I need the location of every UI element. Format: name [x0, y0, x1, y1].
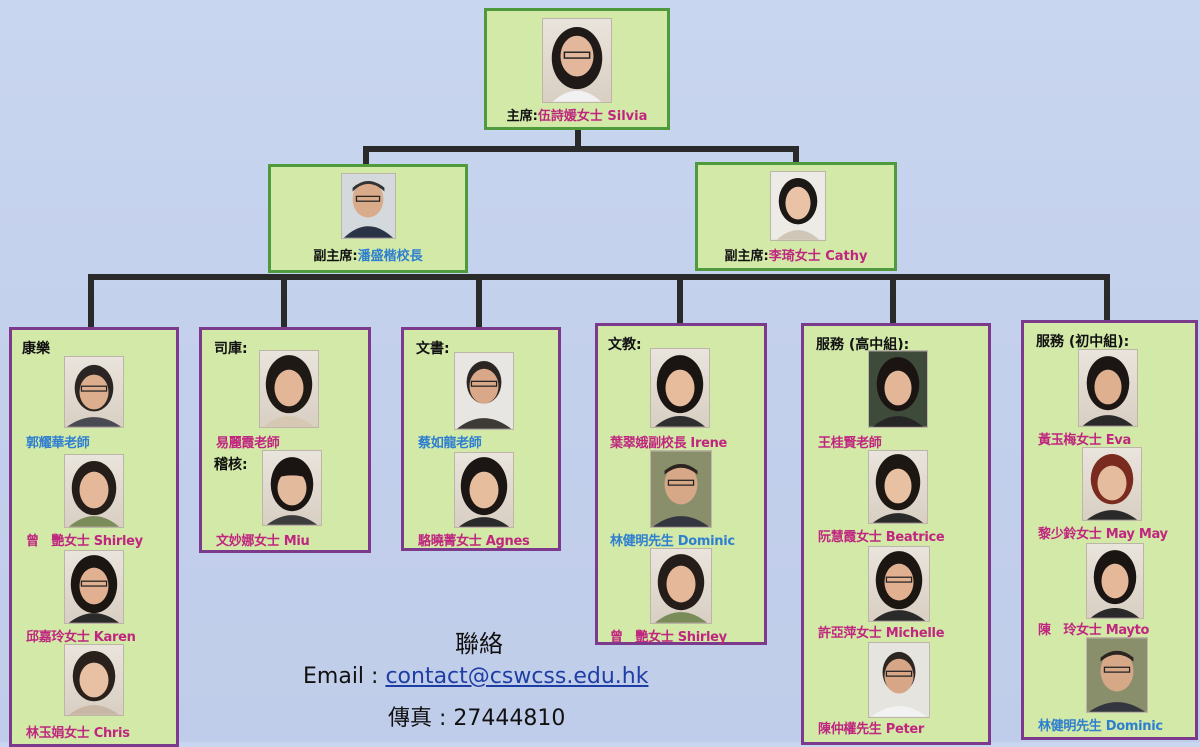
member-name: 易麗霞老師	[216, 436, 280, 451]
member-name: 王桂賢老師	[818, 436, 882, 451]
member-photo	[1078, 349, 1138, 427]
contact-title: 聯絡	[455, 630, 503, 658]
member-photo	[64, 644, 124, 716]
member-name: 林玉娟女士 Chris	[26, 726, 130, 741]
member-name: 葉翠娥副校長 Irene	[610, 436, 728, 451]
member-photo	[64, 356, 124, 428]
member-photo	[650, 450, 712, 528]
member-photo	[64, 550, 124, 624]
connector	[677, 274, 683, 324]
fax-number: 27444810	[453, 706, 566, 731]
member-photo	[868, 450, 928, 524]
member-name: 黎少鈴女士 May May	[1038, 527, 1168, 542]
member-name: 陳仲權先生 Peter	[818, 722, 925, 737]
chair-box: 主席:伍詩媛女士 Silvia	[484, 8, 670, 130]
group-box: 服務 (高中組): 王桂賢老師 阮慧霞女士 Beatrice 許亞萍女士 Mic…	[801, 323, 991, 745]
chair-label: 主席:伍詩媛女士 Silvia	[506, 109, 648, 124]
connector	[363, 146, 799, 152]
member-name: 曾 艷女士 Shirley	[610, 630, 727, 645]
group-title: 服務 (高中組):	[816, 337, 910, 353]
group-box: 服務 (初中組): 黃玉梅女士 Eva 黎少鈴女士 May May 陳 玲女士 …	[1021, 320, 1198, 740]
group-title: 服務 (初中組):	[1036, 334, 1130, 350]
member-name: 文妙娜女士 Miu	[216, 534, 310, 549]
member-name: 許亞萍女士 Michelle	[818, 626, 945, 641]
connector	[363, 146, 369, 166]
vice-chair-label: 副主席:李琦女士 Cathy	[724, 249, 868, 264]
connector	[890, 274, 896, 324]
group-title: 文教:	[608, 337, 642, 353]
connector	[476, 274, 482, 328]
group-box: 康樂 郭耀華老師 曾 艷女士 Shirley 邱嘉玲女士 Karen 林玉娟女士…	[9, 327, 179, 747]
connector	[575, 128, 581, 150]
connector	[1104, 274, 1110, 322]
member-photo	[1086, 543, 1144, 619]
contact-email-line: Email : contact@cswcss.edu.hk	[303, 664, 648, 689]
member-photo	[868, 546, 930, 622]
member-photo	[868, 642, 930, 718]
vice-chair-box: 副主席:李琦女士 Cathy	[695, 162, 897, 271]
member-name: 曾 艷女士 Shirley	[26, 534, 143, 549]
connector	[281, 274, 287, 328]
connector	[88, 274, 94, 328]
member-name: 阮慧霞女士 Beatrice	[818, 530, 945, 545]
member-name: 黃玉梅女士 Eva	[1038, 433, 1131, 448]
vice-chair-box: 副主席:潘盛楷校長	[268, 164, 468, 273]
member-name: 邱嘉玲女士 Karen	[26, 630, 136, 645]
member-photo	[259, 350, 319, 428]
email-label: Email :	[303, 664, 386, 689]
group-subtitle: 稽核:	[214, 457, 248, 473]
member-photo	[64, 454, 124, 528]
member-name: 陳 玲女士 Mayto	[1038, 623, 1150, 638]
member-name: 郭耀華老師	[26, 436, 90, 451]
member-photo	[1082, 447, 1142, 521]
member-name: 駱曉菁女士 Agnes	[418, 534, 530, 549]
member-photo	[650, 548, 712, 624]
connector	[793, 146, 799, 164]
fax-label: 傳真 :	[388, 706, 454, 731]
group-title: 康樂	[22, 341, 50, 357]
member-name: 林健明先生 Dominic	[1038, 719, 1163, 734]
vice-chair-label: 副主席:潘盛楷校長	[313, 249, 423, 264]
member-photo	[262, 450, 322, 526]
member-photo	[868, 350, 928, 428]
connector	[88, 274, 1110, 280]
member-name: 蔡如龍老師	[418, 436, 482, 451]
group-box: 文教: 葉翠娥副校長 Irene 林健明先生 Dominic 曾 艷女士 Shi…	[595, 323, 767, 645]
contact-fax-line: 傳真 : 27444810	[388, 700, 565, 732]
vice-chair-photo	[770, 171, 826, 241]
email-link[interactable]: contact@cswcss.edu.hk	[385, 664, 649, 689]
chair-photo	[542, 18, 612, 103]
group-title: 司庫:	[214, 341, 248, 357]
group-box: 司庫: 易麗霞老師 稽核: 文妙娜女士 Miu	[199, 327, 371, 553]
member-photo	[454, 452, 514, 528]
vice-chair-photo	[341, 173, 396, 239]
group-box: 文書: 蔡如龍老師 駱曉菁女士 Agnes	[401, 327, 561, 551]
member-photo	[650, 348, 710, 428]
member-photo	[454, 352, 514, 430]
member-name: 林健明先生 Dominic	[610, 534, 735, 549]
group-title: 文書:	[416, 341, 450, 357]
member-photo	[1086, 637, 1148, 713]
